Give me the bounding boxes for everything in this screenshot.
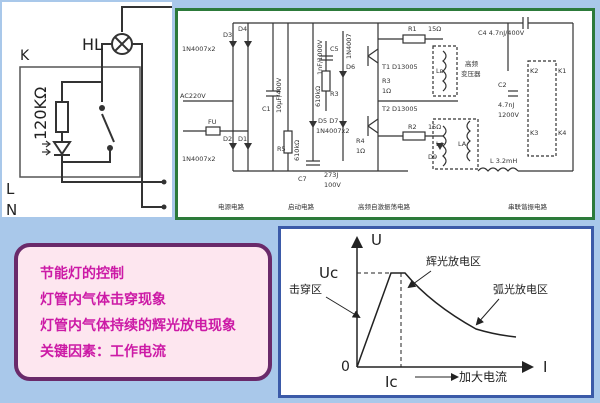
label-k3: K3	[530, 129, 538, 137]
label-k1: K1	[558, 67, 566, 75]
label-t2: T2	[381, 105, 390, 113]
label-c4: C4 4.7nJ/400V	[478, 29, 525, 37]
label-r3b-value: 1Ω	[382, 87, 391, 95]
x-axis-label: I	[543, 358, 547, 376]
section-start: 启动电路	[288, 202, 315, 211]
label-transformer-2: 变压器	[461, 69, 481, 78]
label-k4: K4	[558, 129, 566, 137]
ic-label: Ic	[385, 373, 398, 391]
label-lc: Lc	[436, 140, 444, 148]
lamp-label: HL	[82, 35, 103, 54]
label-c7-voltage: 100V	[324, 181, 341, 189]
characteristic-curve	[356, 272, 517, 368]
breakdown-pointer	[325, 296, 361, 319]
inner-wire-top	[61, 57, 103, 102]
label-r2-value: 15Ω	[428, 123, 441, 131]
label-r4: R4	[356, 137, 365, 145]
switch-box	[19, 66, 141, 178]
label-d6-type: 1N4007	[345, 33, 353, 59]
label-t2-type: D13005	[392, 105, 418, 113]
label-r3-value: 610kΩ	[314, 86, 322, 107]
label-r1-value: 15Ω	[428, 25, 441, 33]
note-line-2: 灯管内气体击穿现象	[40, 292, 166, 308]
label-r2: R2	[408, 123, 417, 131]
label-diode-type-top: 1N4007x2	[182, 45, 216, 53]
origin-label: 0	[341, 359, 350, 375]
label-la: LA	[458, 140, 467, 148]
section-power: 电源电路	[218, 202, 245, 211]
arc-region-label: 弧光放电区	[493, 282, 548, 296]
y-axis-label: U	[371, 231, 382, 249]
circuit-svg: D3 D4 D2 D1 1N4007x2 1N4007x2 AC220V FU …	[180, 17, 574, 211]
label-lb: Lв	[436, 67, 444, 75]
neutral-label: N	[6, 201, 17, 217]
label-d5-d7-type: 1N4007x2	[316, 127, 350, 135]
section-oscillator: 高频自激振荡电路	[358, 202, 411, 211]
notes-panel: 节能灯的控制 灯管内气体击穿现象 灯管内气体持续的辉光放电现象 关键因素：工作电…	[14, 243, 272, 381]
label-r3b: R3	[382, 77, 391, 85]
resistor-label: 120KΩ	[31, 87, 50, 140]
label-inductor: L 3.2mH	[490, 157, 517, 165]
switch-contact-top	[99, 105, 105, 111]
inner-wire-bottom	[62, 150, 111, 163]
label-c7-value: 273J	[324, 171, 338, 179]
resistor-icon	[55, 101, 69, 133]
switch-wiring-svg: HL K 120KΩ L N	[6, 6, 172, 219]
glow-pointer	[407, 270, 432, 289]
label-fuse: FU	[208, 118, 217, 126]
discharge-characteristic-graph: U I 0 Uc Ic 加大电流 击穿区 辉光放电区 弧光放电区	[278, 226, 594, 398]
label-r5-value: 610kΩ	[293, 140, 301, 161]
section-resonant: 串联谐振电路	[508, 202, 548, 211]
top-wire	[121, 6, 172, 32]
label-ac: AC220V	[180, 92, 206, 100]
label-d1: D1	[238, 135, 247, 143]
label-d9: D9	[428, 153, 437, 161]
neutral-wire	[141, 62, 162, 208]
ballast-circuit-schematic: D3 D4 D2 D1 1N4007x2 1N4007x2 AC220V FU …	[175, 8, 595, 220]
glow-region-label: 辉光放电区	[426, 254, 481, 268]
label-r5: R5	[277, 145, 286, 153]
label-c5: C5	[330, 45, 339, 53]
label-d3: D3	[223, 31, 232, 39]
graph-svg: U I 0 Uc Ic 加大电流 击穿区 辉光放电区 弧光放电区	[289, 231, 548, 391]
switch-blade	[101, 113, 115, 143]
label-r1: R1	[408, 25, 417, 33]
label-d5-d7: D5 D7	[318, 117, 338, 125]
label-k2: K2	[530, 67, 538, 75]
breakdown-region-label: 击穿区	[289, 282, 322, 296]
label-d6: D6	[346, 63, 355, 71]
line-wire-internal	[61, 162, 162, 183]
label-transformer-1: 高频	[465, 59, 479, 68]
lamp-right-wire	[130, 43, 143, 62]
lamp-left-wire	[101, 43, 114, 57]
line-label: L	[6, 180, 15, 198]
arc-pointer	[475, 298, 500, 326]
label-diode-type-bottom: 1N4007x2	[182, 155, 216, 163]
led-light-arrows-icon	[42, 140, 51, 156]
led-icon	[52, 141, 72, 156]
note-line-4: 关键因素：工作电流	[40, 344, 166, 360]
label-c1: C1	[262, 105, 271, 113]
label-d4: D4	[238, 25, 247, 33]
note-line-3: 灯管内气体持续的辉光放电现象	[40, 318, 236, 334]
label-r3: R3	[330, 90, 339, 98]
label-c2-value-1: 4.7nJ	[498, 101, 514, 109]
increase-current-label: 加大电流	[459, 370, 507, 384]
label-c7: C7	[298, 175, 307, 183]
uc-label: Uc	[319, 264, 338, 282]
label-c5-value: 1nF/1000V	[316, 39, 324, 75]
box-label: K	[20, 48, 30, 64]
label-c2: C2	[498, 81, 507, 89]
note-line-1: 节能灯的控制	[40, 266, 124, 282]
switch-wiring-diagram: HL K 120KΩ L N	[2, 2, 172, 219]
label-t1: T1	[381, 63, 390, 71]
label-c1-value: 10μF/400V	[275, 77, 283, 113]
label-d2: D2	[223, 135, 232, 143]
label-r4-value: 1Ω	[356, 147, 365, 155]
label-c2-value-2: 1200V	[498, 111, 520, 119]
label-t1-type: D13005	[392, 63, 418, 71]
switch-contact-bottom	[107, 145, 113, 151]
